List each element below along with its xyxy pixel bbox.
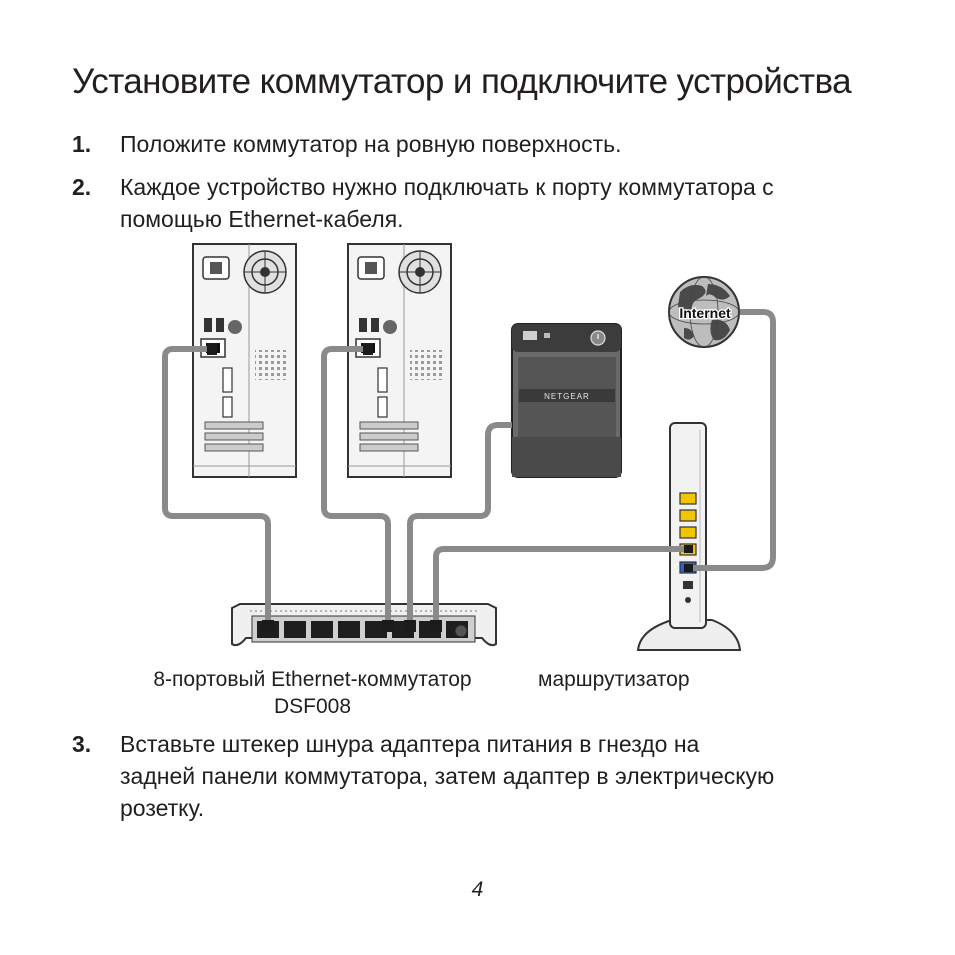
switch-caption-line: 8-портовый Ethernet-коммутатор (153, 668, 472, 691)
step-number: 2. (72, 174, 92, 200)
cable-plugs (207, 343, 693, 632)
router-caption: маршрутизатор (538, 668, 690, 691)
page-number: 4 (471, 878, 484, 901)
router-icon (636, 422, 742, 651)
step-text-line: розетку. (120, 795, 205, 821)
switch-model-label: DSF008 (273, 695, 352, 718)
step-text-line: задней панели коммутатора, затем адаптер… (120, 763, 775, 789)
step-text: Каждое устройство нужно подключать к пор… (120, 171, 774, 235)
ethernet-cables (162, 309, 776, 629)
step-text: Вставьте штекер шнура адаптера питания в… (120, 728, 774, 824)
step-text-line: Положите коммутатор на ровную поверхност… (120, 131, 622, 157)
nas-brand-label: NETGEAR (544, 392, 590, 401)
step-text-line: Вставьте штекер шнура адаптера питания в… (120, 731, 700, 757)
internet-globe-icon: Internet (668, 276, 740, 348)
cable-nas (407, 422, 512, 629)
switch-caption: 8-портовый Ethernet-коммутатор DSF008 (120, 666, 505, 720)
page-title: Установите коммутатор и подключите устро… (72, 62, 852, 101)
nas-storage-icon: NETGEAR (511, 323, 622, 478)
step-number: 3. (72, 731, 92, 757)
cable-computer-2 (321, 346, 391, 629)
cable-computer-1 (162, 346, 271, 629)
cable-router-internet (688, 309, 776, 571)
step-text-line: Каждое устройство нужно подключать к пор… (120, 174, 774, 200)
computer-2-icon (347, 243, 452, 478)
step-text: Положите коммутатор на ровную поверхност… (120, 128, 622, 160)
step-text-line: помощью Ethernet-кабеля. (120, 206, 404, 232)
globe-label: Internet (679, 305, 731, 321)
cable-router-lan (433, 546, 688, 629)
step-number: 1. (72, 131, 92, 157)
computer-1-icon (192, 243, 297, 478)
